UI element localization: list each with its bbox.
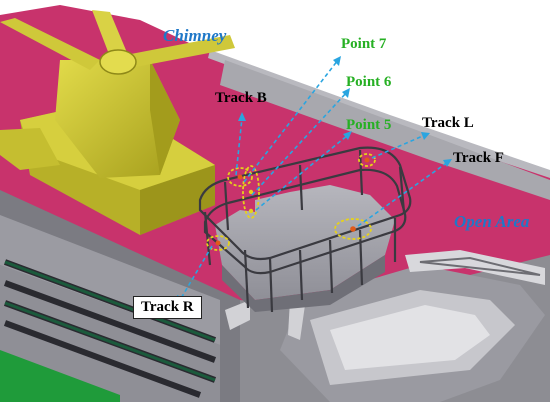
arrowheads	[177, 56, 452, 305]
measurement-points	[215, 157, 370, 246]
railings	[198, 146, 412, 313]
point-5-label: Point 5	[346, 117, 392, 133]
platform	[215, 185, 395, 312]
track-r-label: Track R	[133, 296, 202, 319]
track-f-label: Track F	[453, 150, 504, 166]
arrows	[179, 59, 449, 301]
open-area-structure	[225, 250, 545, 402]
point-7-label: Point 7	[341, 36, 387, 52]
side-windows	[0, 215, 220, 402]
point-6-label: Point 6	[346, 74, 392, 90]
measurement-markers	[206, 153, 376, 251]
track-l-label: Track L	[422, 115, 474, 131]
chimney	[0, 10, 235, 235]
open-area-label: Open Area	[454, 212, 530, 231]
track-b-label: Track B	[215, 90, 267, 106]
chimney-label: Chimney	[163, 26, 227, 45]
